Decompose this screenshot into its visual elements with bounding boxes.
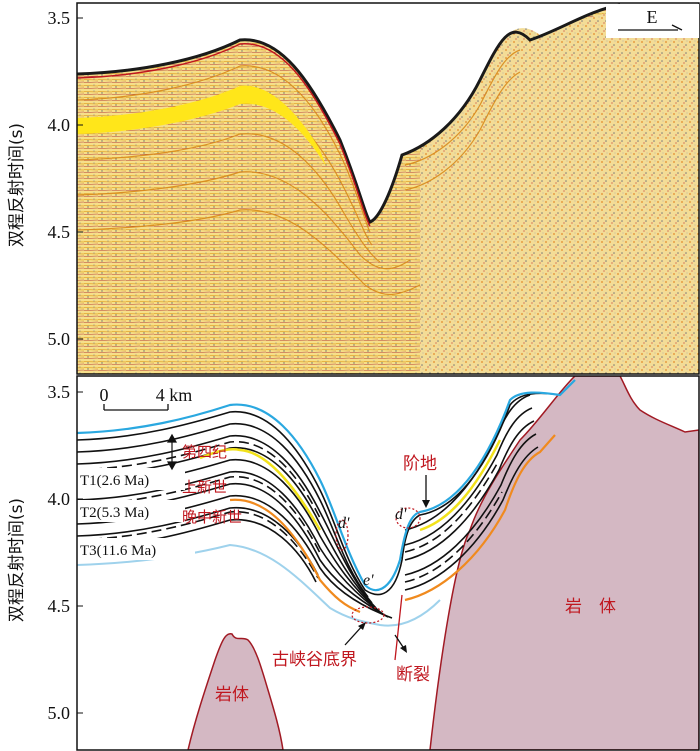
top-frame bbox=[76, 2, 700, 375]
d-right-ellipse bbox=[395, 507, 421, 529]
horizon-label-t3: T3(11.6 Ma) bbox=[80, 543, 156, 559]
bottom-y-tick-5.0: 5.0 bbox=[48, 703, 71, 723]
top-y-tick-4.0: 4.0 bbox=[48, 115, 71, 135]
strata-lines bbox=[77, 392, 561, 619]
d-left-ellipse bbox=[335, 519, 349, 551]
rock-label-left: 岩体 bbox=[215, 685, 249, 705]
bottom-frame bbox=[76, 375, 700, 751]
orange-horizon bbox=[229, 434, 556, 614]
t1-label-bg bbox=[77, 468, 185, 490]
canyon-base-ellipse bbox=[351, 606, 385, 624]
horizon-label-t2: T2(5.3 Ma) bbox=[80, 505, 149, 521]
strata-label-quaternary: 第四纪 bbox=[182, 443, 227, 461]
top-y-tick-3.5: 3.5 bbox=[48, 8, 71, 28]
seismic-chaotic-zone bbox=[420, 5, 699, 374]
seismic-reflections bbox=[77, 49, 521, 295]
fault-line bbox=[394, 594, 403, 661]
top-y-tick-4.5: 4.5 bbox=[48, 222, 71, 242]
seismic-bright-horizon bbox=[77, 85, 326, 166]
bottom-y-axis-label: 双程反射时间(s) bbox=[7, 498, 27, 622]
marker-d-right: d' bbox=[395, 506, 407, 523]
seismic-seafloor bbox=[77, 3, 621, 224]
marker-d-left: d' bbox=[338, 515, 350, 532]
marker-e: e' bbox=[363, 572, 374, 589]
rock-body-right bbox=[429, 376, 699, 750]
strata-label-pliocene: 上新世 bbox=[182, 478, 227, 496]
seismic-panel bbox=[77, 3, 699, 374]
rock-body-left bbox=[187, 632, 284, 750]
yellow-horizon bbox=[199, 439, 502, 532]
top-y-axis: 3.5 4.0 4.5 5.0 双程反射时间(s) bbox=[7, 8, 83, 349]
scale-bar: 0 4 km bbox=[100, 385, 193, 411]
interval-arrows bbox=[166, 433, 178, 471]
bottom-y-tick-4.5: 4.5 bbox=[48, 596, 71, 616]
t3-label-bg bbox=[77, 538, 195, 560]
interpretation-panel bbox=[77, 376, 699, 750]
scale-bar-start: 0 bbox=[100, 385, 109, 405]
direction-indicator: E bbox=[606, 4, 699, 38]
bottom-y-tick-4.0: 4.0 bbox=[48, 489, 71, 509]
direction-label: E bbox=[647, 7, 658, 27]
seafloor-line bbox=[77, 379, 576, 592]
top-y-axis-label: 双程反射时间(s) bbox=[7, 123, 27, 247]
fault-label: 断裂 bbox=[396, 665, 430, 685]
terrace-label: 阶地 bbox=[403, 454, 437, 474]
rock-label-right: 岩 体 bbox=[565, 597, 616, 617]
top-y-tick-5.0: 5.0 bbox=[48, 329, 71, 349]
scale-bar-end: 4 km bbox=[156, 385, 193, 405]
strata-label-late-miocene: 晚中新世 bbox=[182, 508, 242, 526]
bottom-y-axis: 3.5 4.0 4.5 5.0 双程反射时间(s) bbox=[7, 382, 83, 723]
horizon-label-t1: T1(2.6 Ma) bbox=[80, 473, 149, 489]
canyon-base-label: 古峡谷底界 bbox=[272, 650, 357, 670]
t2-label-bg bbox=[77, 500, 185, 522]
bottom-y-tick-3.5: 3.5 bbox=[48, 382, 71, 402]
